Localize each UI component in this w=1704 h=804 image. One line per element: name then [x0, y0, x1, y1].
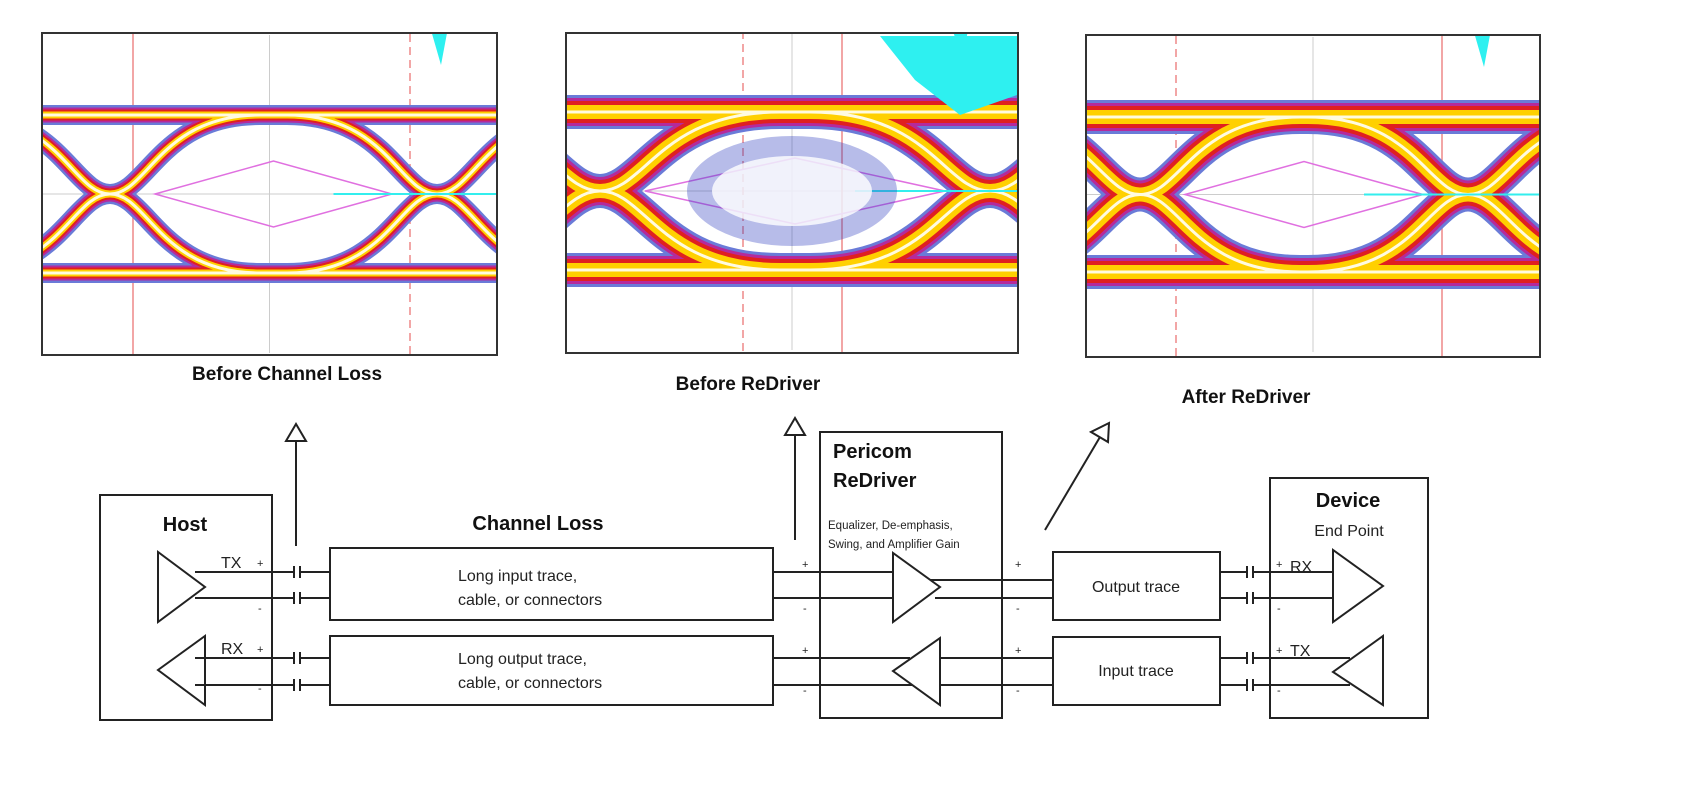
sign: -: [803, 603, 807, 615]
sign: -: [1277, 685, 1281, 697]
device-rx-receiver-icon: [1332, 548, 1385, 624]
sign: -: [258, 603, 262, 615]
channel-bottom-line2: cable, or connectors: [458, 675, 602, 692]
sign: -: [803, 685, 807, 697]
sign: +: [1015, 645, 1021, 657]
sign: +: [1276, 559, 1282, 571]
noise-cloud: [712, 156, 872, 226]
host-tx-label: TX: [221, 555, 242, 572]
rx-receiver-icon: [156, 634, 206, 707]
redriver-title1: Pericom: [833, 441, 912, 463]
capacitor-icon: [1246, 593, 1254, 603]
caption-before-channel-loss: Before Channel Loss: [192, 364, 382, 385]
eye-trace: [43, 113, 496, 275]
histogram: [432, 34, 447, 65]
histogram: [880, 36, 1017, 115]
probe-arrow-3: [1044, 421, 1111, 531]
channel-loss-title: Channel Loss: [472, 513, 603, 535]
eye-trace: [567, 110, 1017, 272]
host-block: Host TX RX + - + -: [99, 494, 273, 721]
scope-after-redriver: [1085, 0, 1541, 358]
tx-driver-icon: [157, 550, 207, 624]
channel-top-line2: cable, or connectors: [458, 592, 602, 609]
probe-arrow-2: [783, 416, 807, 540]
device-tx-label: TX: [1290, 643, 1311, 660]
redriver-desc2: Swing, and Amplifier Gain: [828, 539, 960, 551]
input-trace-label: Input trace: [1098, 663, 1174, 680]
device-rx-label: RX: [1290, 559, 1313, 576]
capacitor-icon: [1246, 567, 1254, 577]
capacitor-icon: [293, 567, 301, 577]
input-trace-block: Input trace: [1052, 636, 1221, 706]
redriver-rx-amplifier-icon: [891, 636, 941, 707]
sign: -: [1016, 685, 1020, 697]
device-block: Device End Point RX TX + - + -: [1269, 477, 1429, 719]
device-subtitle: End Point: [1314, 523, 1384, 540]
caption-before-redriver: Before ReDriver: [676, 374, 821, 395]
sign: +: [802, 559, 808, 571]
trigger-marker-icon: [1307, 0, 1319, 1]
channel-top-line1: Long input trace,: [458, 568, 577, 585]
sign: -: [258, 683, 262, 695]
sign: +: [1276, 645, 1282, 657]
device-tx-driver-icon: [1331, 634, 1384, 707]
sign: +: [802, 645, 808, 657]
sign: +: [257, 558, 263, 570]
capacitor-icon: [1246, 680, 1254, 690]
channel-bottom-line1: Long output trace,: [458, 651, 587, 668]
sign: +: [257, 644, 263, 656]
channel-loss-block: Channel Loss Long input trace, cable, or…: [329, 513, 808, 706]
host-rx-label: RX: [221, 641, 244, 658]
sign: -: [1277, 603, 1281, 615]
scope-before-redriver: [565, 32, 1019, 354]
redriver-tx-amplifier-icon: [892, 551, 942, 624]
output-trace-label: Output trace: [1092, 579, 1180, 596]
device-title: Device: [1316, 490, 1381, 512]
caption-after-redriver: After ReDriver: [1182, 387, 1311, 408]
capacitor-icon: [293, 653, 301, 663]
output-trace-block: Output trace: [1052, 551, 1221, 621]
probe-arrow-1: [284, 422, 308, 546]
host-title: Host: [163, 514, 208, 536]
sign: +: [1015, 559, 1021, 571]
redriver-title2: ReDriver: [833, 470, 917, 492]
capacitor-icon: [293, 680, 301, 690]
capacitor-icon: [1246, 653, 1254, 663]
sign: -: [1016, 603, 1020, 615]
wires: [195, 566, 1350, 691]
capacitor-icon: [293, 593, 301, 603]
histogram: [1475, 36, 1490, 67]
redriver-desc1: Equalizer, De-emphasis,: [828, 520, 953, 532]
pericom-redriver-block: Pericom ReDriver Equalizer, De-emphasis,…: [819, 431, 1021, 719]
eye-trace: [1087, 115, 1539, 274]
scope-before-channel-loss: [41, 32, 498, 356]
